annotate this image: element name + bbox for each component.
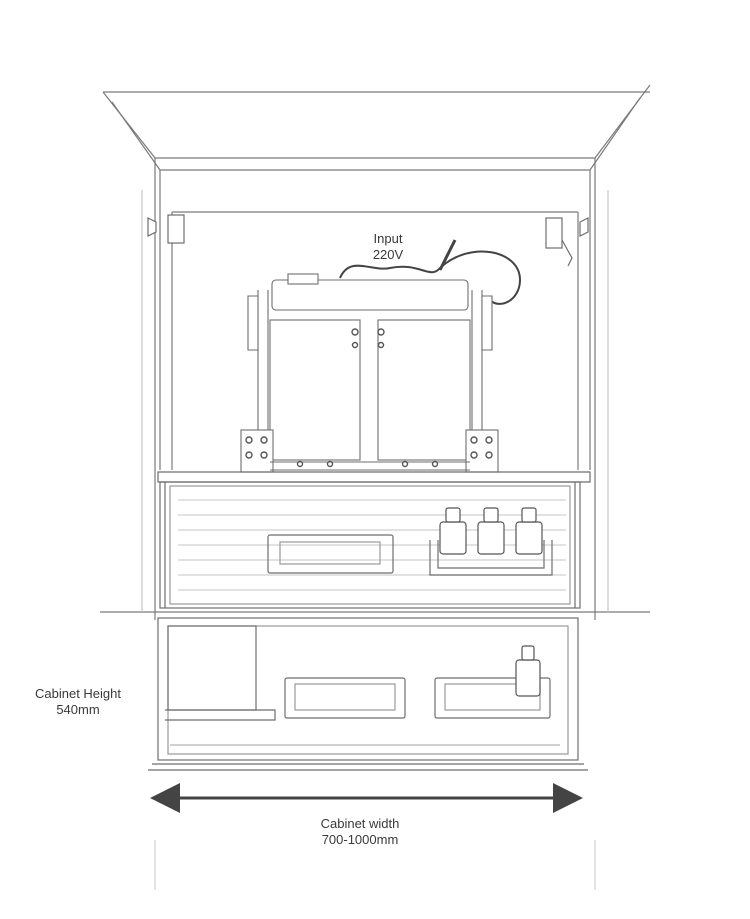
cabinet-width-line1: Cabinet width: [320, 816, 400, 831]
lower-basket: [148, 617, 588, 771]
lower-bottle: [515, 645, 541, 697]
cabinet-width-label: Cabinet width 700-1000mm: [300, 816, 420, 848]
cabinet-shell: [100, 84, 651, 890]
mechanism-bolts: [245, 328, 493, 468]
bottles: [439, 507, 543, 555]
cabinet-height-line2: 540mm: [56, 702, 100, 717]
cabinet-width-line2: 700-1000mm: [321, 832, 399, 847]
cabinet-height-line1: Cabinet Height: [35, 686, 121, 701]
lift-mechanism: [240, 273, 499, 473]
cabinet-height-label: Cabinet Height 540mm: [20, 686, 136, 718]
power-cable: [339, 239, 522, 305]
top-hinges: [147, 214, 589, 267]
input-label-line1: Input: [373, 231, 403, 246]
input-label-line2: 220V: [372, 247, 404, 262]
upper-basket: [157, 471, 591, 609]
input-voltage-label: Input 220V: [352, 231, 424, 263]
